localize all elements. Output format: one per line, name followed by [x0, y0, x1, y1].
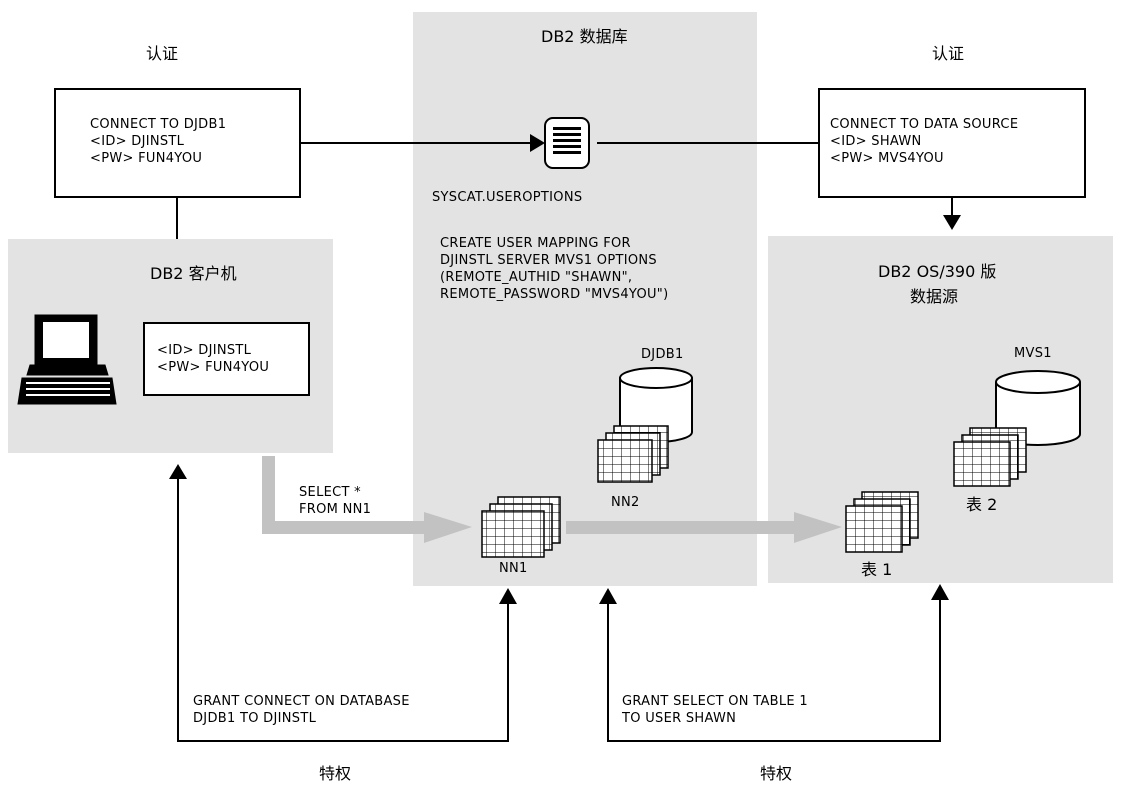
grant-connect-line1: GRANT CONNECT ON DATABASE	[193, 694, 410, 709]
source-connect-line3: <PW> MVS4YOU	[830, 151, 944, 166]
user-mapping-line1: CREATE USER MAPPING FOR	[440, 236, 631, 251]
client-cred-line2: <PW> FUN4YOU	[157, 360, 270, 375]
client-connect-line3: <PW> FUN4YOU	[90, 151, 203, 166]
db2-database-title: DB2 数据库	[541, 27, 628, 46]
table2-stack-icon	[953, 427, 1027, 487]
select-stmt-line2: FROM NN1	[299, 502, 372, 517]
client-credentials-box: <ID> DJINSTL <PW> FUN4YOU	[143, 322, 310, 396]
source-connect-line1: CONNECT TO DATA SOURCE	[830, 117, 1019, 132]
client-cred-line1: <ID> DJINSTL	[157, 343, 252, 358]
connection-lines	[176, 142, 953, 742]
user-mapping-line3: (REMOTE_AUTHID "SHAWN",	[440, 270, 633, 285]
useroptions-label: SYSCAT.USEROPTIONS	[432, 190, 583, 205]
privilege-right-label: 特权	[760, 764, 793, 783]
djdb1-label: DJDB1	[641, 347, 684, 362]
select-stmt-line1: SELECT *	[299, 485, 361, 500]
arrowheads	[169, 134, 961, 604]
nn2-table-stack-icon	[597, 425, 669, 483]
table2-label: 表 2	[966, 495, 998, 514]
mvs1-label: MVS1	[1014, 346, 1052, 361]
db2-client-title: DB2 客户机	[150, 264, 237, 283]
source-connect-line2: <ID> SHAWN	[830, 134, 922, 149]
grant-connect-line2: DJDB1 TO DJINSTL	[193, 711, 317, 726]
grant-select-line2: TO USER SHAWN	[622, 711, 737, 726]
user-mapping-line4: REMOTE_PASSWORD "MVS4YOU")	[440, 287, 669, 302]
useroptions-document-icon	[544, 117, 590, 169]
federated-flow-arrow	[566, 512, 842, 543]
select-flow-arrow	[262, 456, 472, 543]
right-authentication-title: 认证	[932, 44, 965, 63]
nn1-label: NN1	[499, 561, 528, 576]
grant-select-line1: GRANT SELECT ON TABLE 1	[622, 694, 808, 709]
left-authentication-title: 认证	[146, 44, 179, 63]
nn2-label: NN2	[611, 495, 640, 510]
client-connect-line1: CONNECT TO DJDB1	[90, 117, 227, 132]
table1-stack-icon	[845, 491, 919, 553]
computer-icon	[17, 314, 117, 405]
user-mapping-line2: DJINSTL SERVER MVS1 OPTIONS	[440, 253, 657, 268]
privilege-left-label: 特权	[319, 764, 352, 783]
os390-title-line2: 数据源	[910, 287, 959, 306]
client-connect-line2: <ID> DJINSTL	[90, 134, 185, 149]
nn1-table-stack-icon	[481, 496, 561, 558]
db2-database-panel	[413, 12, 757, 586]
client-connect-box: CONNECT TO DJDB1 <ID> DJINSTL <PW> FUN4Y…	[54, 88, 301, 198]
table1-label: 表 1	[861, 560, 893, 579]
source-connect-box: CONNECT TO DATA SOURCE <ID> SHAWN <PW> M…	[818, 88, 1086, 198]
os390-title-line1: DB2 OS/390 版	[878, 262, 997, 281]
